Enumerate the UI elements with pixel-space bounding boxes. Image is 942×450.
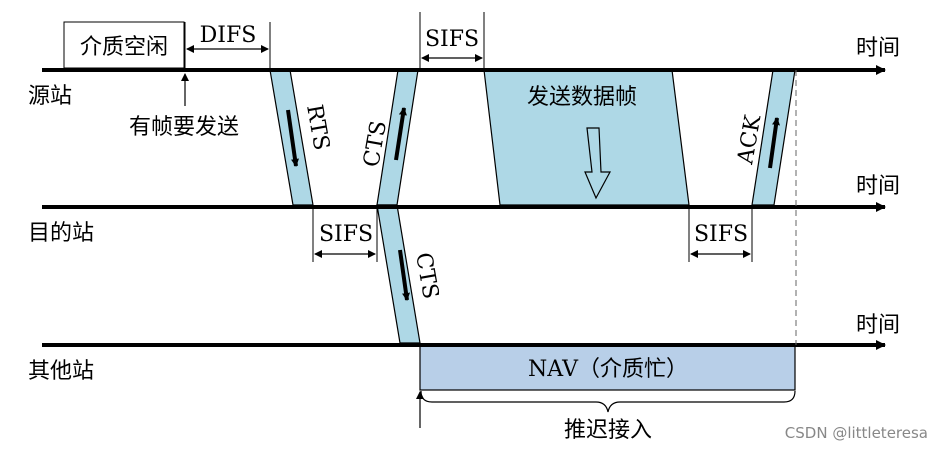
- cts-source-direction-arrow: [394, 107, 407, 161]
- rts-direction-arrow: [286, 109, 299, 167]
- data-direction-arrow: [584, 127, 612, 200]
- defer-access-brace: [420, 390, 796, 413]
- difs-label: DIFS: [200, 23, 257, 48]
- defer-access-label: 推迟接入: [564, 418, 652, 443]
- medium-idle-box: [63, 21, 185, 69]
- source-station-label: 源站: [28, 84, 72, 109]
- watermark: CSDN @littleteresa: [785, 424, 928, 442]
- data-frame-label: 发送数据帧: [527, 85, 637, 110]
- ack-direction-arrow: [768, 117, 780, 169]
- time-label-destination: 时间: [856, 174, 900, 199]
- nav-label: NAV（介质忙）: [528, 357, 688, 382]
- other-station-label: 其他站: [28, 359, 94, 384]
- sifs1-label: SIFS: [425, 27, 479, 52]
- sifs2-label: SIFS: [319, 222, 373, 247]
- has-frame-label: 有帧要发送: [129, 115, 239, 140]
- sifs3-label: SIFS: [694, 222, 748, 247]
- medium-idle-label: 介质空闲: [80, 35, 168, 60]
- cts-other-label: CTS: [410, 251, 443, 301]
- rts-label: RTS: [301, 103, 334, 153]
- cts-other-direction-arrow: [398, 249, 410, 301]
- time-label-source: 时间: [856, 36, 900, 61]
- nav-box: [419, 344, 796, 391]
- destination-station-label: 目的站: [28, 221, 94, 246]
- time-label-other: 时间: [856, 313, 900, 338]
